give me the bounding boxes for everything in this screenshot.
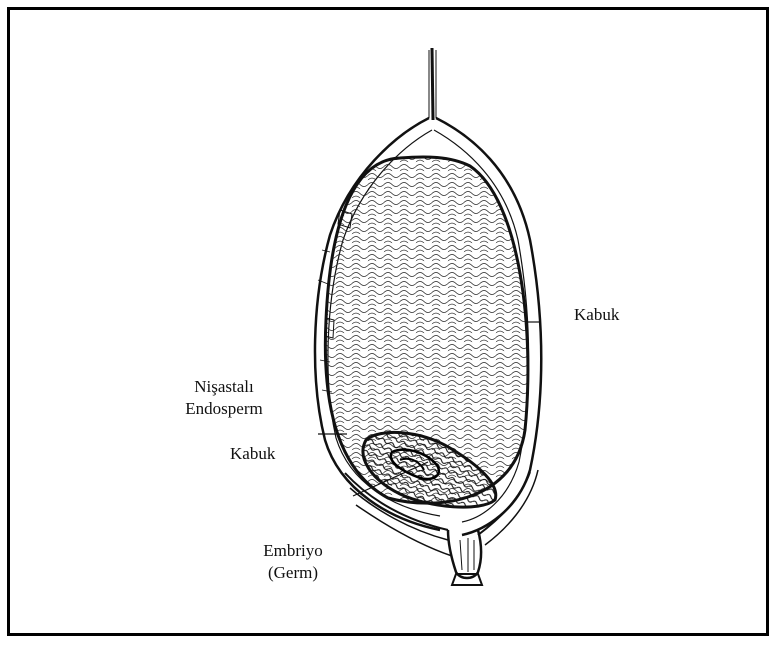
label-nisastali-endosperm: Nişastalı Endosperm [170, 376, 278, 420]
label-kabuk-left: Kabuk [230, 443, 275, 465]
label-kabuk-right: Kabuk [574, 304, 619, 326]
label-nisastali-line2: Endosperm [170, 398, 278, 420]
label-nisastali-line1: Nişastalı [170, 376, 278, 398]
grain-base [448, 530, 482, 585]
label-embriyo-germ: Embriyo (Germ) [252, 540, 334, 584]
label-embriyo-line2: (Germ) [252, 562, 334, 584]
label-embriyo-line1: Embriyo [252, 540, 334, 562]
grain-tip [429, 48, 436, 120]
